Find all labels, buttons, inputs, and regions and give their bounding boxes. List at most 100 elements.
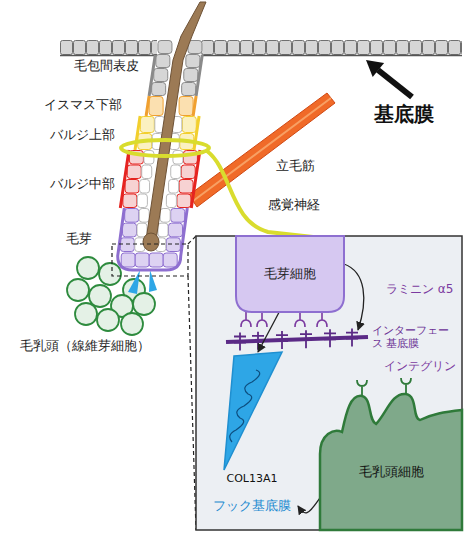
follicle-cell — [184, 69, 198, 82]
follicle-cell — [182, 117, 196, 133]
follicle-cell — [149, 97, 163, 116]
laminin-symbol — [300, 330, 312, 348]
follicle-cell — [123, 194, 137, 208]
follicle-cell — [140, 180, 150, 194]
part-label: 毛乳頭（線維芽細胞） — [20, 338, 150, 354]
follicle-cell — [169, 180, 179, 194]
part-label: ラミニン α5 — [386, 282, 453, 296]
fibroblast-cell — [99, 263, 121, 285]
follicle-cell — [166, 238, 180, 252]
pointer-arrow-head — [366, 60, 384, 77]
epidermis-band — [201, 40, 462, 55]
node-text: フック基底膜 — [206, 498, 298, 514]
node-outline — [320, 384, 462, 530]
fibroblast-cell — [97, 309, 119, 331]
part-label: バルジ上部 — [50, 127, 115, 143]
node-text: 毛芽細胞 — [236, 266, 344, 282]
follicle-cell — [154, 69, 168, 82]
follicle-cell — [160, 209, 170, 223]
follicle-cell — [171, 165, 181, 179]
follicle-cell — [158, 223, 168, 237]
pointer-arrow — [378, 70, 412, 97]
region-outline — [135, 116, 140, 150]
fibroblast-cell — [121, 313, 143, 335]
germ-cell-shape: 毛芽細胞 — [236, 236, 344, 312]
muscle-fiber — [193, 98, 331, 201]
integrin-symbol — [257, 312, 267, 327]
hair-shaft — [146, 2, 206, 238]
region-outline — [146, 96, 149, 116]
follicle-cell — [125, 209, 139, 223]
follicle-cell — [139, 209, 149, 223]
basement-membrane-line — [60, 55, 157, 57]
region-outline — [194, 116, 199, 150]
region-outline — [193, 96, 196, 116]
part-label: インターフェース 基底膜 — [372, 324, 458, 350]
hair-root — [143, 233, 159, 251]
part-label: バルジ中部 — [50, 176, 115, 192]
follicle-cell — [179, 180, 193, 194]
part-label: 毛包間表皮 — [74, 58, 139, 74]
follicle-cell — [123, 223, 137, 237]
part-label: イスマス下部 — [44, 97, 122, 113]
inset-panel — [196, 236, 462, 530]
connector-arrow — [298, 498, 320, 513]
region-outline — [191, 150, 200, 208]
node-outline — [206, 352, 298, 516]
region-outline — [196, 55, 202, 96]
muscle-band — [189, 93, 335, 207]
follicle-cell — [121, 253, 135, 267]
follicle — [118, 2, 206, 270]
connector-arrow — [258, 312, 279, 352]
fibroblast-cell — [75, 303, 97, 325]
follicle-cell — [177, 194, 191, 208]
hook-wedge — [128, 270, 140, 294]
basement-membrane-line — [201, 55, 462, 57]
node-text: COL13A1 — [206, 472, 298, 485]
papilla-cell-shape: 毛乳頭細胞 — [320, 384, 462, 530]
integrin-symbol — [295, 312, 305, 327]
laminin-arrow — [344, 264, 364, 330]
fibroblast-cell — [89, 285, 111, 307]
hook-membrane-shape: COL13A1 フック基底膜 — [206, 352, 298, 516]
hook-wedge — [149, 270, 157, 292]
epidermis-band — [60, 40, 157, 55]
hook-wedge — [224, 352, 282, 470]
follicle-cell — [171, 209, 185, 223]
laminin-symbol — [234, 333, 246, 351]
follicle-cell — [156, 55, 170, 68]
laminin-symbol — [346, 329, 358, 347]
fibroblast-cell — [77, 257, 99, 279]
follicle-cell — [169, 223, 183, 237]
follicle-cell — [149, 253, 163, 267]
laminin-symbol — [324, 329, 336, 347]
part-label: 感覚神経 — [268, 197, 320, 213]
follicle-cell — [152, 83, 166, 96]
follicle-cell — [163, 253, 177, 267]
follicle-cell — [182, 83, 196, 96]
fibroblast-cell — [133, 293, 155, 315]
follicle-cell — [186, 55, 200, 68]
integrin-symbol — [317, 312, 327, 327]
laminin-symbol — [276, 331, 288, 349]
nerve-fiber — [207, 151, 358, 242]
region-outline — [149, 55, 155, 96]
node-text: 毛乳頭細胞 — [320, 464, 462, 480]
follicle-cell — [166, 194, 176, 208]
follicle-cell — [125, 180, 139, 194]
region-outline — [120, 150, 129, 208]
laminin-symbol — [252, 332, 264, 350]
follicle-cell — [137, 194, 147, 208]
follicle-cell — [120, 238, 134, 252]
part-label: 毛芽 — [66, 231, 92, 247]
follicle-cell — [142, 165, 152, 179]
part-label: 立毛筋 — [276, 158, 315, 174]
zoom-line — [188, 236, 196, 244]
follicle-cell — [135, 253, 149, 267]
follicle-cell — [179, 97, 193, 116]
papilla-cell-outline — [320, 394, 462, 530]
integrin-symbol — [241, 312, 251, 327]
follicle-cell — [140, 117, 154, 133]
